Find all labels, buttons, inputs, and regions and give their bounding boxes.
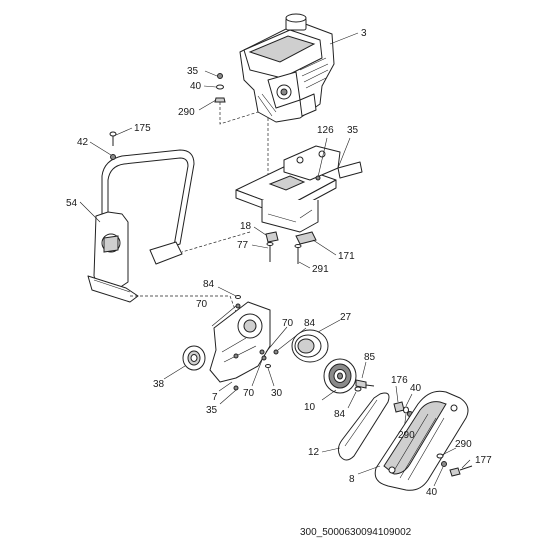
mounting-plate bbox=[235, 145, 363, 233]
callout-35-low: 35 bbox=[206, 405, 218, 416]
leader-35-low bbox=[219, 389, 237, 405]
callout-18: 18 bbox=[240, 221, 252, 232]
plate-bolts bbox=[265, 231, 317, 264]
leader-70-mid bbox=[265, 326, 288, 353]
leader-70-top bbox=[211, 305, 237, 327]
leader-77 bbox=[251, 244, 269, 249]
callout-70-top: 70 bbox=[196, 299, 208, 310]
bolt-35-plate bbox=[315, 175, 321, 181]
belt-guard-plate bbox=[209, 301, 271, 383]
frame-bolt bbox=[109, 131, 117, 160]
callout-84-top: 84 bbox=[203, 279, 215, 290]
callout-177: 177 bbox=[475, 455, 492, 466]
leader-177 bbox=[461, 459, 471, 469]
drawing-reference-number: 300_5000630094109002 bbox=[300, 527, 412, 538]
callout-38: 38 bbox=[153, 379, 165, 390]
callout-40-top: 40 bbox=[190, 81, 202, 92]
cover-27 bbox=[291, 329, 329, 363]
leader-30 bbox=[267, 367, 275, 387]
vbelt-12 bbox=[337, 392, 390, 461]
callout-3: 3 bbox=[361, 28, 367, 39]
leader-10 bbox=[321, 389, 337, 401]
leader-85 bbox=[361, 361, 367, 379]
leader-84-top bbox=[217, 286, 237, 297]
callout-84-mid: 84 bbox=[304, 318, 316, 329]
leader-12 bbox=[321, 447, 341, 453]
leader-35-plate bbox=[337, 137, 351, 169]
leader-18 bbox=[253, 226, 267, 236]
cover-fasteners-mid bbox=[393, 401, 413, 417]
clutch-bolt bbox=[354, 379, 375, 392]
leader-3 bbox=[329, 32, 359, 45]
leader-42 bbox=[89, 141, 112, 156]
callout-8: 8 bbox=[349, 474, 355, 485]
callout-70-mid: 70 bbox=[282, 318, 294, 329]
callout-290-right: 290 bbox=[455, 439, 472, 450]
engine-dash-1 bbox=[219, 102, 259, 125]
callout-84-low: 84 bbox=[334, 409, 346, 420]
leader-84-low bbox=[347, 391, 357, 409]
leader-291 bbox=[298, 261, 311, 269]
callout-12: 12 bbox=[308, 447, 320, 458]
callout-291: 291 bbox=[312, 264, 329, 275]
leader-126 bbox=[317, 137, 328, 178]
leader-54 bbox=[79, 201, 101, 223]
callout-290-top: 290 bbox=[178, 107, 195, 118]
callout-27: 27 bbox=[340, 312, 352, 323]
callout-175: 175 bbox=[134, 123, 151, 134]
callout-70-low: 70 bbox=[243, 388, 255, 399]
leader-176 bbox=[395, 385, 399, 403]
leader-7 bbox=[218, 381, 233, 392]
callout-54: 54 bbox=[66, 198, 78, 209]
callout-40-bottom: 40 bbox=[426, 487, 438, 498]
callout-30: 30 bbox=[271, 388, 283, 399]
cover-fasteners-right bbox=[436, 453, 473, 477]
callout-40-right: 40 bbox=[410, 383, 422, 394]
plate-small-bolts bbox=[233, 295, 279, 391]
frame-dash bbox=[181, 231, 251, 253]
guard-frame bbox=[87, 149, 195, 303]
engine bbox=[239, 13, 335, 123]
callout-7: 7 bbox=[212, 392, 218, 403]
clutch-10 bbox=[323, 358, 357, 394]
leader-40-bottom bbox=[433, 466, 444, 487]
leader-27 bbox=[317, 319, 341, 333]
leader-70-low bbox=[251, 359, 263, 387]
callout-10: 10 bbox=[304, 402, 316, 413]
callout-42: 42 bbox=[77, 137, 89, 148]
callout-290-mid: 290 bbox=[398, 430, 415, 441]
engine-fasteners bbox=[198, 70, 226, 111]
callout-35-top: 35 bbox=[187, 66, 199, 77]
seal-38 bbox=[182, 345, 206, 371]
frame-dash-2 bbox=[130, 295, 237, 313]
callout-labels: 3 35 40 290 175 42 126 35 54 18 77 171 2… bbox=[66, 28, 492, 498]
leader-290-right bbox=[441, 447, 457, 456]
leader-171 bbox=[312, 239, 337, 256]
callout-126: 126 bbox=[317, 125, 334, 136]
leader-38 bbox=[163, 365, 186, 380]
leader-40-right bbox=[405, 393, 413, 407]
callout-171: 171 bbox=[338, 251, 355, 262]
leader-175 bbox=[115, 127, 133, 136]
belt-cover-8 bbox=[374, 390, 469, 491]
callout-35-plate: 35 bbox=[347, 125, 359, 136]
leader-8 bbox=[357, 465, 381, 475]
callout-77: 77 bbox=[237, 240, 249, 251]
callout-85: 85 bbox=[364, 352, 376, 363]
callout-176: 176 bbox=[391, 375, 408, 386]
